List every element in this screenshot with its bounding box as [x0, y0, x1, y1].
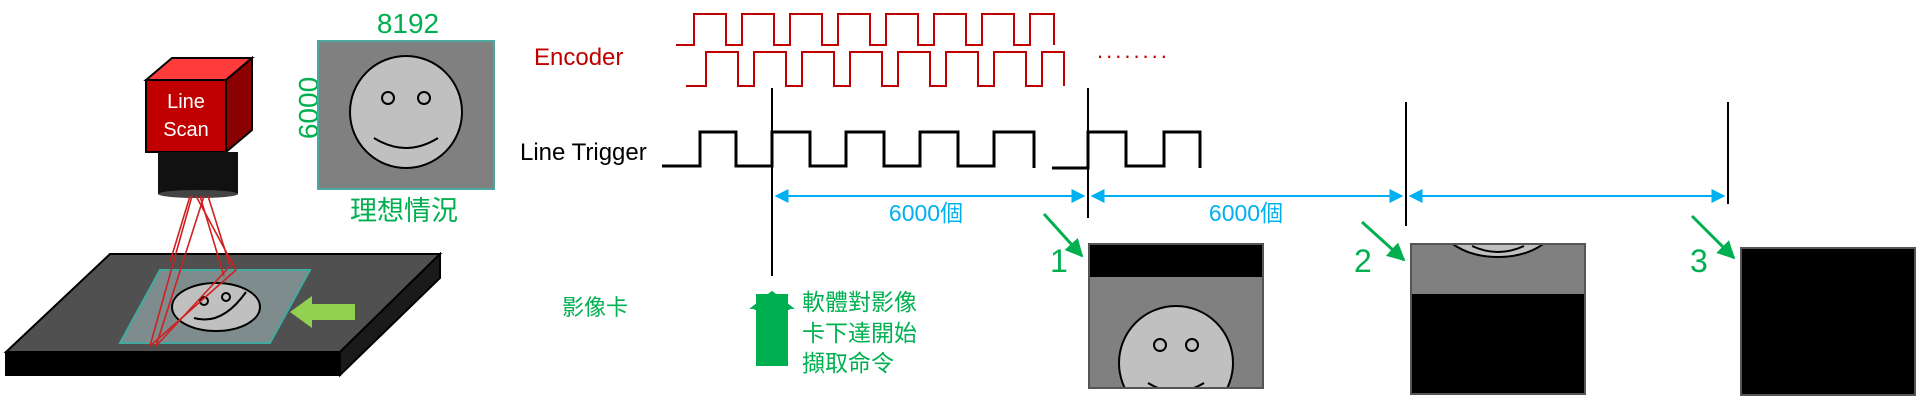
motion-direction-arrow [290, 296, 355, 328]
frame-3-black [1740, 247, 1916, 396]
start-note-line-1: 軟體對影像 [802, 289, 917, 315]
start-note-line-3: 擷取命令 [802, 350, 894, 376]
frame-2-number: 2 [1354, 243, 1372, 279]
encoder-waveform-b [686, 51, 1065, 87]
frame-1-black-band [1089, 244, 1263, 277]
ideal-face [349, 55, 463, 169]
object-face [171, 282, 261, 332]
captured-frame-1: 1 [1042, 212, 1264, 389]
frame-2-border [1410, 243, 1586, 395]
conveyor-side [339, 251, 441, 378]
span-1-label: 6000個 [889, 200, 963, 226]
scan-beam-lines [149, 195, 237, 347]
frame-boundaries [771, 88, 1729, 276]
span-2-label: 6000個 [1209, 200, 1283, 226]
line-count-spans: 6000個 6000個 [774, 189, 1726, 226]
camera-front-face [145, 79, 227, 153]
frame-1-number: 1 [1050, 243, 1068, 279]
frame-3-number: 3 [1690, 243, 1708, 279]
start-command-arrow [756, 294, 788, 366]
start-command-arrow-head-top [754, 294, 790, 310]
ideal-image: 8192 6000 理想情況 [293, 8, 495, 226]
ideal-image-width-label: 8192 [377, 8, 439, 39]
line-trigger-label: Line Trigger [520, 139, 647, 166]
line-scan-camera: Line Scan [143, 55, 255, 347]
frame-1-border [1088, 243, 1264, 389]
object-eye-right [221, 292, 231, 302]
encoder-label: Encoder [534, 44, 623, 71]
camera-label-line1: Line [167, 91, 205, 113]
camera-label-line2: Scan [163, 119, 209, 141]
ideal-eye-left [381, 91, 395, 105]
camera-lens-rim [158, 190, 238, 198]
line-trigger-waveform-cont [1052, 130, 1202, 170]
ideal-image-caption: 理想情況 [350, 196, 458, 226]
captured-frame-3: 3 [1690, 214, 1916, 396]
conveyor-front [5, 351, 341, 376]
object-smile [193, 291, 247, 321]
encoder-continuation-dots: ........ [1097, 38, 1170, 63]
frame-2-pointer [1360, 220, 1406, 262]
start-note-line-2: 卡下達開始 [802, 320, 917, 346]
frame-grabber-label: 影像卡 [562, 295, 628, 320]
captured-frame-2: 2 [1354, 220, 1586, 395]
line-trigger-waveform [662, 130, 1036, 168]
grab-start: 影像卡 軟體對影像 卡下達開始 擷取命令 [562, 289, 917, 376]
encoder-signal: Encoder ........ [534, 13, 1170, 87]
ideal-smile [373, 137, 439, 149]
camera-lens-body [158, 152, 238, 194]
frame-1-pointer [1042, 212, 1084, 258]
line-trigger-signal: Line Trigger [520, 130, 1202, 170]
frame-3-pointer [1690, 214, 1736, 260]
conveyor-table [3, 251, 443, 378]
ideal-eye-right [417, 91, 431, 105]
encoder-waveform-a [676, 13, 1055, 46]
